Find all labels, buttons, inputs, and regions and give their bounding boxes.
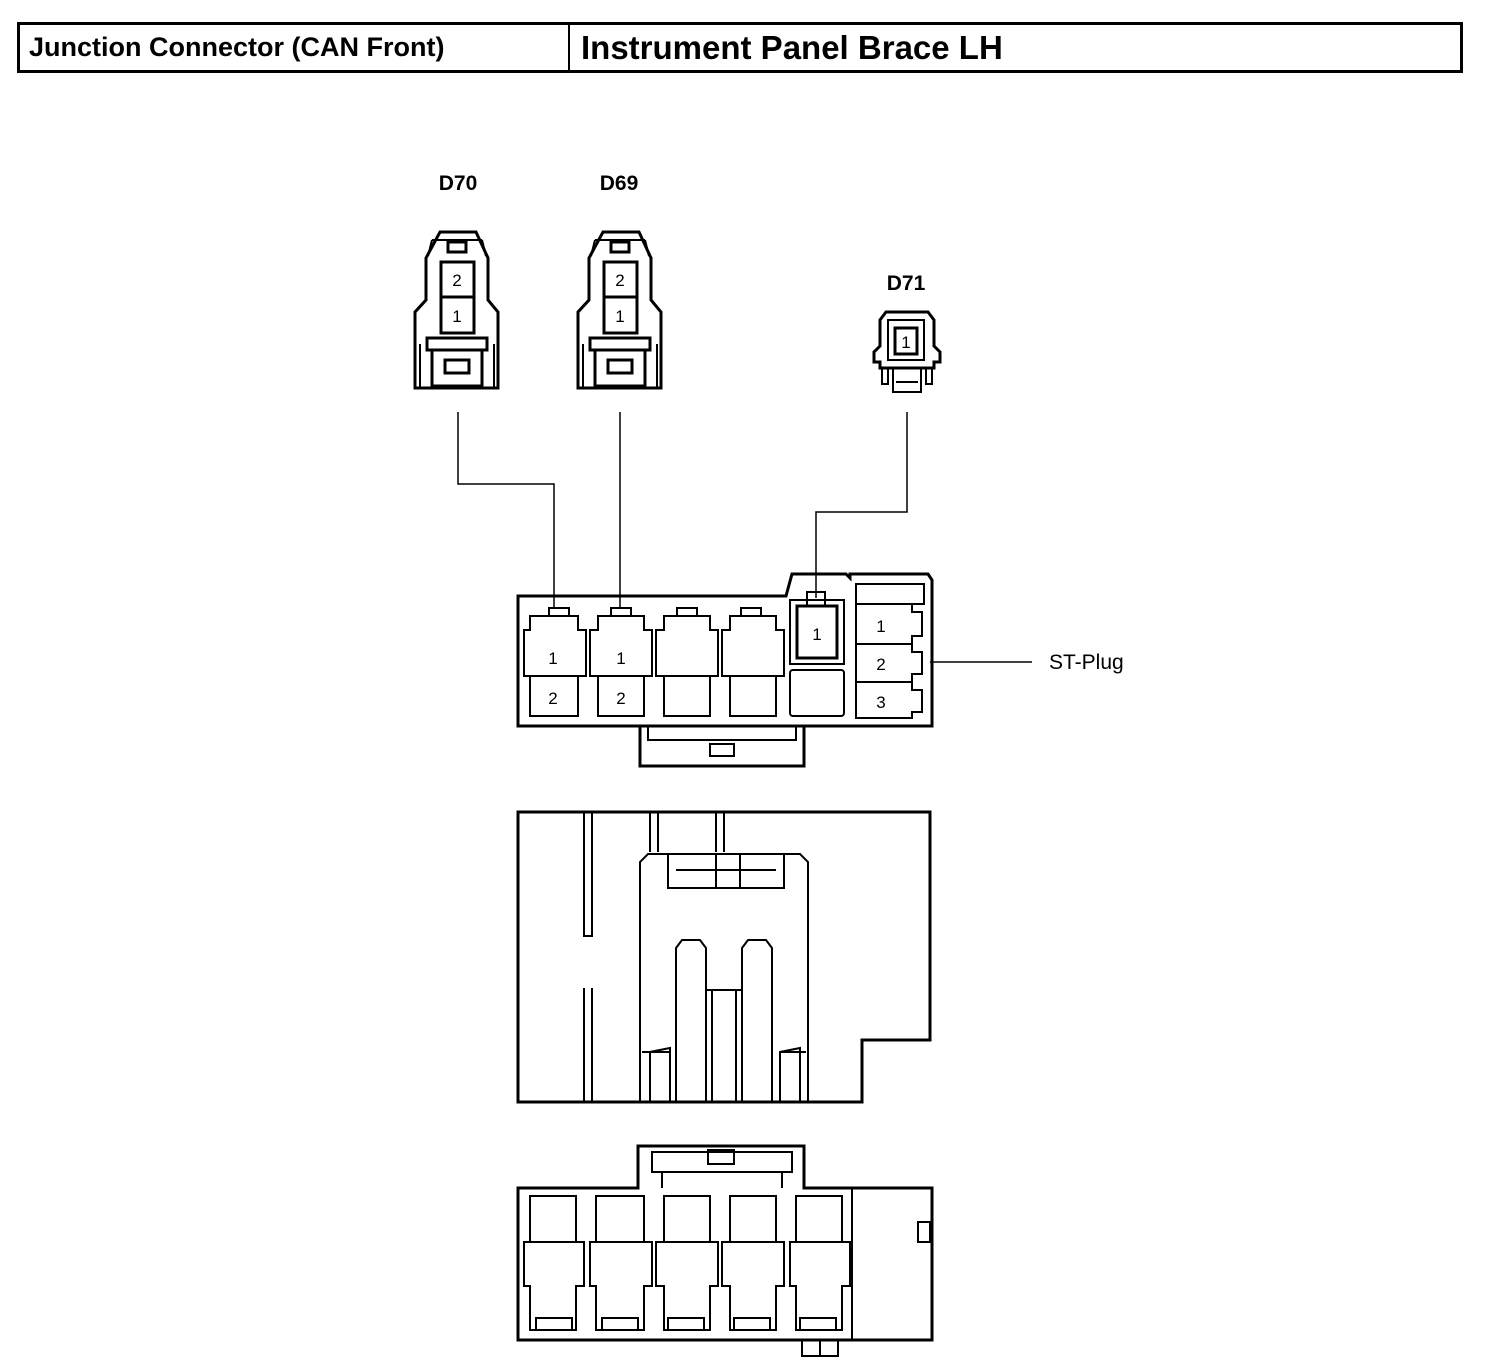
d70-label: D70 <box>439 172 478 195</box>
title-right: Instrument Panel Brace LH <box>581 28 1003 66</box>
wire-d71 <box>815 412 908 598</box>
junction-block-front <box>516 572 934 768</box>
block-d70-pin-2: 2 <box>548 689 557 708</box>
st-plug-pin-1: 1 <box>876 617 885 636</box>
d71-pin: 1 <box>901 333 910 352</box>
d69-pin-top: 2 <box>615 271 624 290</box>
st-plug-label: ST-Plug <box>1049 651 1124 674</box>
d70-pin-bottom: 1 <box>452 307 461 326</box>
junction-block-rear <box>516 1144 934 1357</box>
st-plug-pin-2: 2 <box>876 655 885 674</box>
title-bar: Junction Connector (CAN Front) Instrumen… <box>17 22 1463 73</box>
d69-connector <box>576 230 663 390</box>
block-d70-pin-1: 1 <box>548 649 557 668</box>
d71-label: D71 <box>887 272 926 295</box>
junction-block-side <box>516 810 932 1104</box>
d69-pin-bottom: 1 <box>615 307 624 326</box>
leader-wires <box>457 412 1032 663</box>
st-plug-pin-3: 3 <box>876 693 885 712</box>
d70-connector <box>413 230 500 390</box>
block-d69-pin-2: 2 <box>616 689 625 708</box>
d70-pin-top: 2 <box>452 271 461 290</box>
d69-label: D69 <box>600 172 639 195</box>
block-d71-pin: 1 <box>812 625 821 644</box>
block-d69-pin-1: 1 <box>616 649 625 668</box>
title-left: Junction Connector (CAN Front) <box>20 25 570 70</box>
d71-connector <box>872 310 942 393</box>
wire-d70 <box>457 412 555 608</box>
